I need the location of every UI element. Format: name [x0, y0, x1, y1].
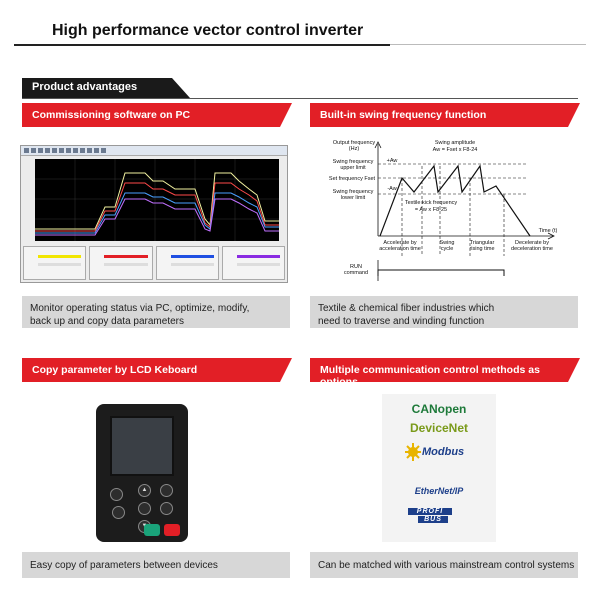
- software-toolbar: [21, 146, 287, 156]
- feature-caption-communication: Can be matched with various mainstream c…: [310, 552, 578, 578]
- section-rule: [22, 98, 578, 99]
- right-button-icon: [160, 502, 173, 515]
- feature-heading-communication: Multiple communication control methods a…: [310, 358, 580, 382]
- feature-caption-lcd-keyboard: Easy copy of parameters between devices: [22, 552, 290, 578]
- accelerate-label: Accelerate by acceleration time: [379, 240, 421, 253]
- run-command-label: RUN command: [343, 264, 369, 277]
- kick-frequency-formula: = Aw x F8-25: [414, 207, 448, 213]
- profibus-logo: PROFI BUS: [408, 508, 452, 524]
- triangular-rising-label: Triangular rising time: [469, 240, 495, 253]
- channel-box: [155, 246, 219, 280]
- upper-limit-label: Swing frequency upper limit: [332, 159, 374, 172]
- devicenet-logo: DeviceNet: [409, 421, 469, 435]
- lower-limit-label: Swing frequency lower limit: [332, 189, 374, 202]
- protocol-logos: CANopen DeviceNet Modbus EtherNet/IP PRO…: [382, 394, 496, 542]
- caption-line: Can be matched with various mainstream c…: [318, 560, 575, 571]
- modbus-logo: Modbus: [422, 446, 465, 458]
- left-button-icon: [112, 506, 125, 519]
- section-tab: Product advantages: [22, 78, 190, 98]
- axis-label-output-frequency: Output frequency (Hz): [332, 140, 376, 153]
- run-key-icon: [144, 524, 160, 536]
- circle-button-icon: [160, 484, 173, 497]
- caption-line: Monitor operating status via PC, optimiz…: [30, 303, 250, 314]
- software-plot: [35, 159, 279, 241]
- channel-box: [89, 246, 153, 280]
- profibus-logo-top: PROFI: [408, 508, 452, 515]
- stop-key-icon: [164, 524, 180, 536]
- feature-heading-lcd-keyboard: Copy parameter by LCD Keboard: [22, 358, 292, 382]
- caption-line: Easy copy of parameters between devices: [30, 560, 218, 571]
- minus-aw-label: -Aw: [387, 186, 397, 192]
- feature-heading-swing-frequency: Built-in swing frequency function: [310, 103, 580, 127]
- swing-frequency-diagram: Output frequency (Hz) Swing amplitude Aw…: [312, 136, 574, 286]
- up-arrow-icon: ▲: [138, 484, 151, 497]
- kick-frequency-label: Textile kick frequency: [404, 200, 458, 206]
- knob-icon: [110, 488, 123, 501]
- page-title: High performance vector control inverter: [52, 22, 364, 39]
- profibus-logo-bottom: BUS: [418, 516, 448, 523]
- lcd-keyboard-image: ▲ ▼: [96, 404, 188, 542]
- caption-line: back up and copy data parameters: [30, 316, 184, 327]
- swing-amplitude-formula: Aw = Fset x F8-24: [432, 147, 478, 153]
- modbus-emblem-icon: [405, 443, 421, 461]
- axis-label-time: Time (t): [538, 228, 558, 234]
- swing-cycle-label: Swing cycle: [439, 240, 455, 253]
- channel-box: [23, 246, 87, 280]
- decelerate-label: Decelerate by deceleration time: [511, 240, 553, 253]
- feature-heading-pc-software: Commissioning software on PC: [22, 103, 292, 127]
- feature-caption-swing-frequency: Textile & chemical fiber industries whic…: [310, 296, 578, 328]
- lcd-screen: [110, 416, 174, 476]
- caption-line: Textile & chemical fiber industries whic…: [318, 303, 495, 314]
- title-rule-light: [390, 44, 586, 45]
- channel-box: [221, 246, 285, 280]
- swing-amplitude-label: Swing amplitude: [434, 140, 476, 146]
- software-screenshot: [20, 145, 288, 283]
- plus-aw-label: +Aw: [386, 158, 398, 164]
- enter-button-icon: [138, 502, 151, 515]
- set-frequency-label: Set frequency Fset: [328, 176, 376, 182]
- ethernetip-logo: EtherNet/IP: [414, 486, 464, 496]
- title-rule: [14, 44, 390, 46]
- feature-caption-pc-software: Monitor operating status via PC, optimiz…: [22, 296, 290, 328]
- caption-line: need to traverse and winding function: [318, 316, 485, 327]
- software-channel-panel: [23, 246, 285, 280]
- canopen-logo: CANopen: [411, 402, 467, 416]
